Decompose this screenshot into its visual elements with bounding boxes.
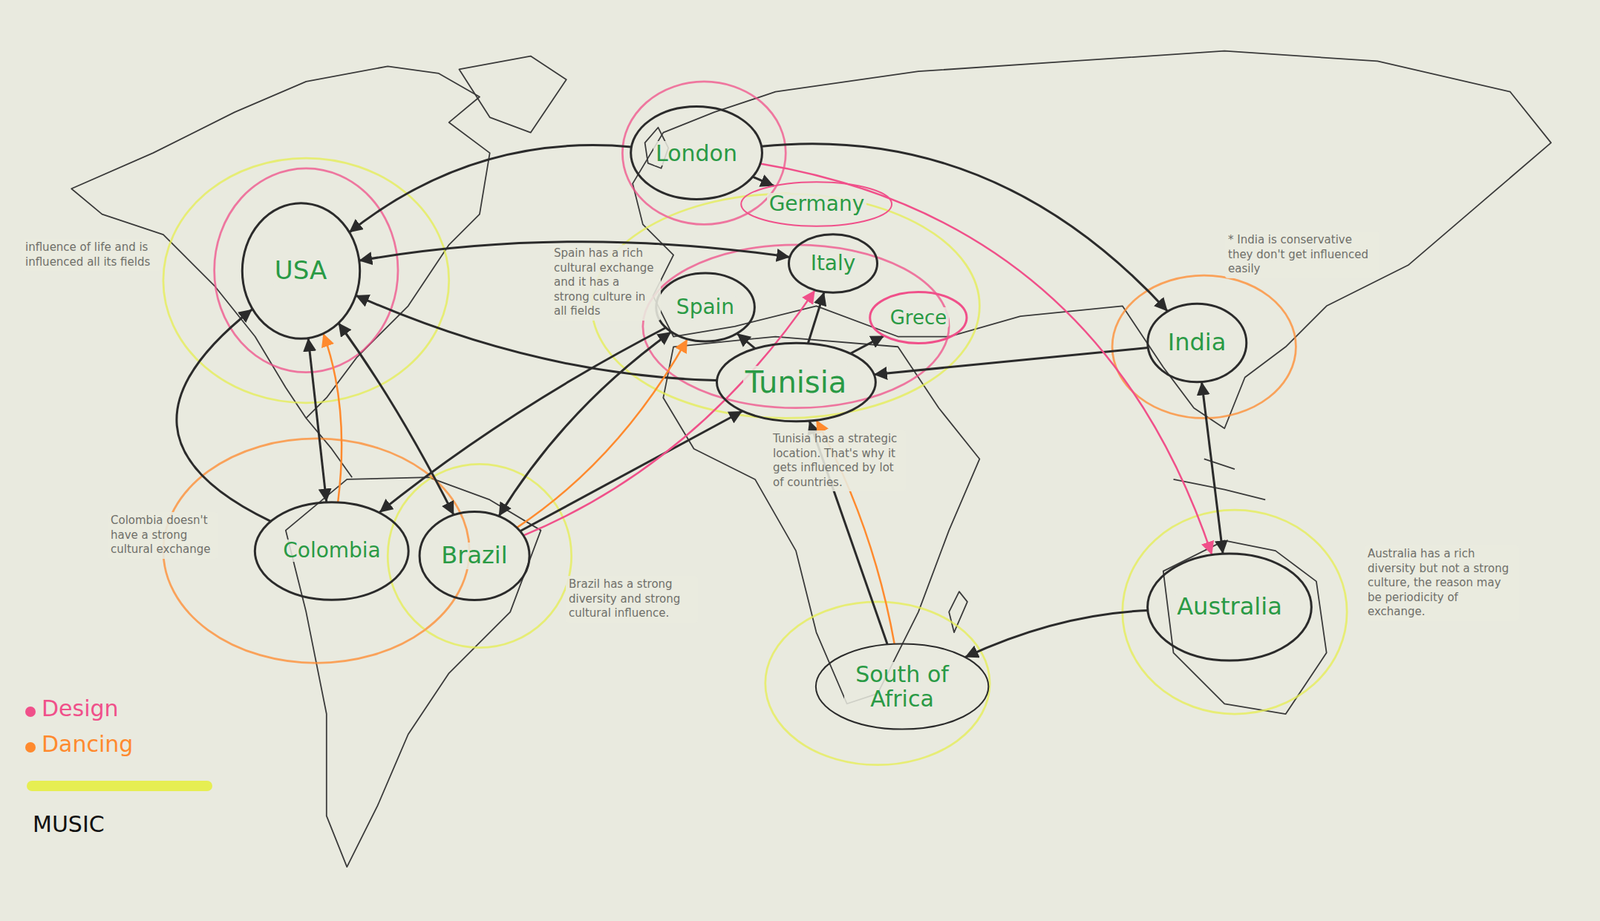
- ellipse-shape: [815, 643, 989, 730]
- country-ellipse: Australia: [1144, 551, 1315, 664]
- node-label-group: Germany: [766, 193, 868, 217]
- influence-arrow: [348, 145, 632, 234]
- influence-arrow: [176, 309, 271, 522]
- country-ellipse: Spain: [654, 271, 757, 344]
- node-label-group: Grece: [887, 307, 950, 329]
- influence-arrow: [873, 348, 1148, 375]
- handwritten-note: Brazil has a strong diversity and strong…: [565, 576, 698, 623]
- ellipse-shape: [631, 106, 763, 200]
- node-label-group: Brazil: [438, 542, 510, 569]
- ellipse-shape: [1147, 553, 1312, 661]
- node-label-group: Australia: [1174, 593, 1285, 620]
- handwritten-note: Tunisia has a strategic location. That's…: [769, 430, 906, 492]
- music-ring: [765, 602, 990, 766]
- influence-arrow: [379, 328, 666, 514]
- country-name: Australia: [1174, 593, 1285, 620]
- greenland-outline: [458, 56, 566, 133]
- influence-arrow: [516, 339, 688, 528]
- ellipse-shape: [419, 511, 530, 600]
- node-label-group: Colombia: [280, 539, 384, 563]
- country-ellipse: South of Africa: [812, 642, 992, 732]
- handwritten-note: Australia has a rich diversity but not a…: [1364, 545, 1520, 622]
- country-name: South of Africa: [844, 662, 960, 712]
- design-ring: [214, 168, 398, 373]
- influence-arrow: [807, 292, 825, 344]
- legend-swatch: [25, 706, 36, 718]
- australia-outline: [1163, 540, 1327, 715]
- ellipse-shape: [1147, 303, 1246, 383]
- ellipse-shape: [741, 181, 893, 227]
- ellipse-shape: [788, 234, 877, 294]
- design-ring: [642, 245, 949, 409]
- legend-label: Design: [41, 696, 119, 721]
- influence-arrow: [519, 411, 743, 532]
- influence-arrow: [850, 335, 885, 354]
- handwritten-note: * India is conservative they don't get i…: [1225, 231, 1380, 279]
- node-label-group: Italy: [808, 252, 859, 276]
- country-name: India: [1165, 329, 1229, 356]
- country-name: Colombia: [280, 539, 384, 563]
- ellipse-shape: [656, 273, 756, 342]
- legend-label: Dancing: [41, 732, 133, 757]
- country-name: Italy: [808, 252, 859, 276]
- country-name: Brazil: [438, 542, 510, 569]
- influence-arrow: [523, 290, 816, 537]
- country-ellipse: Colombia: [251, 500, 412, 603]
- influence-arrow: [760, 163, 1212, 555]
- country-ellipse: London: [628, 104, 765, 202]
- eurasia-outline: [632, 51, 1551, 429]
- influence-arrow: [498, 331, 672, 517]
- influence-arrow: [761, 144, 1168, 312]
- country-name: Spain: [674, 296, 737, 320]
- ellipse-shape: [716, 343, 876, 422]
- influence-arrow: [737, 333, 756, 349]
- legend-label: MUSIC: [32, 812, 105, 837]
- music-ring: [387, 464, 571, 648]
- africa-outline: [663, 337, 980, 705]
- country-name: Grece: [887, 307, 950, 329]
- influence-arrow: [752, 176, 775, 186]
- influence-arrow: [965, 611, 1148, 658]
- influence-arrow: [322, 333, 342, 502]
- influence-arrow: [355, 295, 717, 381]
- south-america-outline: [285, 477, 542, 868]
- handwritten-note: Colombia doesn't have a strong cultural …: [107, 512, 218, 560]
- node-label-group: USA: [272, 256, 329, 285]
- handwritten-note: Spain has a rich cultural exchange and i…: [550, 245, 661, 321]
- legend-swatch: [26, 781, 213, 792]
- node-label-group: India: [1165, 329, 1229, 356]
- country-name: Tunisia: [743, 366, 850, 399]
- country-ellipse: Italy: [787, 233, 880, 295]
- country-name: USA: [272, 256, 329, 285]
- ellipse-shape: [242, 203, 360, 339]
- music-ring: [1122, 510, 1347, 715]
- influence-arrow: [338, 322, 455, 516]
- influence-arrow: [1202, 382, 1224, 555]
- country-ellipse: Tunisia: [713, 341, 880, 424]
- country-ellipse: Germany: [738, 181, 895, 228]
- influence-arrow: [308, 338, 327, 503]
- country-ellipse: Brazil: [417, 510, 532, 603]
- node-label-group: South of Africa: [844, 662, 960, 712]
- node-label-group: London: [653, 141, 740, 166]
- country-ellipse: Grece: [867, 291, 969, 345]
- country-name: Germany: [766, 193, 868, 217]
- legend-swatch: [25, 742, 36, 753]
- design-ring: [622, 81, 786, 225]
- country-name: London: [653, 141, 740, 166]
- ellipse-shape: [255, 501, 410, 600]
- indonesia-outline: [1173, 458, 1266, 500]
- handwritten-note: influence of life and is influenced all …: [22, 239, 162, 271]
- node-label-group: Tunisia: [743, 366, 850, 399]
- country-ellipse: USA: [239, 200, 363, 342]
- ellipse-shape: [870, 291, 967, 344]
- node-label-group: Spain: [674, 296, 737, 320]
- country-ellipse: India: [1145, 302, 1249, 384]
- central-america-outline: [305, 418, 352, 478]
